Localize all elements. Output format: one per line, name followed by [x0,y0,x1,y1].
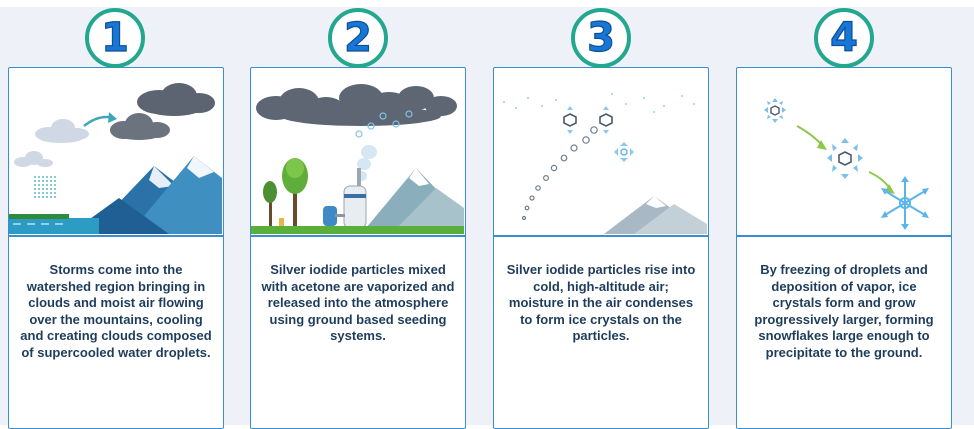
step-4-number: 4 [829,15,858,61]
step-2-number: 2 [343,15,372,61]
storm-clouds-over-mountains-icon [9,83,222,234]
step-4-card: By freezing of droplets and deposition o… [736,67,952,429]
step-3-card: Silver iodide particles rise into cold, … [493,67,709,429]
step-1-divider [9,235,223,237]
step-1-card: Storms come into the watershed region br… [8,67,224,429]
step-4-divider [737,235,951,237]
step-3-divider [494,235,708,237]
ground-seeding-generator-icon [251,84,464,234]
step-2-card: Silver iodide particles mixed with aceto… [250,67,466,429]
step-2-divider [251,235,465,237]
step-1-number: 1 [100,15,129,61]
step-3-badge: 3 [571,8,631,68]
step-4-description: By freezing of droplets and deposition o… [754,262,934,360]
step-2-description: Silver iodide particles mixed with aceto… [261,262,455,343]
growing-snowflakes-icon [764,98,929,230]
step-4-badge: 4 [814,8,874,68]
step-1-badge: 1 [85,8,145,68]
step-1-description: Storms come into the watershed region br… [20,262,212,360]
rising-particles-icon [503,93,707,234]
step-3-number: 3 [586,15,615,61]
step-3-description: Silver iodide particles rise into cold, … [506,262,696,343]
step-2-badge: 2 [328,8,388,68]
